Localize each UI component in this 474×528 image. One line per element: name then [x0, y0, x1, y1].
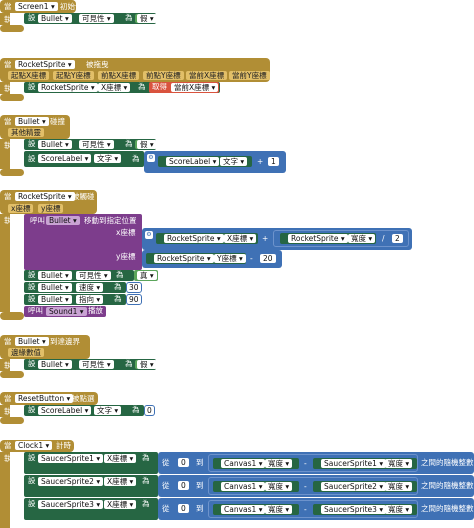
set-block[interactable]: 設 Bullet 可見性 為 假 — [24, 13, 157, 24]
event-rocketsprite-touched[interactable]: 當 RocketSprite 被觸碰 x座標 y座標 執行 呼叫 Bullet … — [0, 190, 412, 320]
number-block[interactable]: 1 — [268, 157, 279, 166]
event-name: 到達邊界 — [50, 337, 80, 346]
math-divide-block[interactable]: RocketSprite 寬度 / 2 — [273, 230, 409, 247]
set-block[interactable]: 設 SaucerSprite1 X座標 為 — [24, 452, 158, 474]
set-block[interactable]: 設 RocketSprite X座標 為 取得 當前X座標 — [24, 82, 220, 93]
get-property-block[interactable]: RocketSprite Y座標 — [146, 253, 246, 264]
event-resetbutton-click[interactable]: 當 ResetButton 被點選 執行 設 ScoreLabel 文字 為 0 — [0, 392, 160, 424]
get-property-block[interactable]: RocketSprite X座標 — [156, 233, 258, 244]
param-currenty[interactable]: 當前Y座標 — [229, 71, 270, 80]
component-dropdown[interactable]: RocketSprite — [38, 83, 98, 92]
logic-block[interactable]: 假 — [135, 140, 157, 149]
event-clock1-timer[interactable]: 當 Clock1 計時 執行 設 SaucerSprite1 X座標 為 從 0… — [0, 440, 474, 528]
component-dropdown[interactable]: RocketSprite — [15, 60, 75, 69]
event-bullet-edge-reached[interactable]: 當 Bullet 到達邊界 邊緣數值 執行 設 Bullet 可見性 為 假 — [0, 335, 160, 378]
math-add-block[interactable]: ⚙ RocketSprite X座標 + RocketSprite 寬度 / 2 — [142, 228, 412, 250]
random-integer-block[interactable]: 從 0 到 Canvas1 寬度 - SaucerSprite3 寬度 之間的隨… — [158, 498, 474, 520]
number-block[interactable]: 0 — [178, 481, 189, 490]
component-dropdown[interactable]: Bullet — [46, 216, 80, 225]
component-dropdown[interactable]: Bullet — [15, 337, 49, 346]
number-block[interactable]: 0 — [144, 405, 155, 416]
component-dropdown[interactable]: Screen1 — [15, 2, 58, 11]
math-subtract-block[interactable]: Canvas1 寬度 - SaucerSprite1 寬度 — [208, 454, 418, 472]
number-block[interactable]: 2 — [392, 234, 403, 243]
component-dropdown[interactable]: ResetButton — [15, 394, 74, 403]
component-dropdown[interactable]: RocketSprite — [15, 192, 75, 201]
random-integer-block[interactable]: 從 0 到 Canvas1 寬度 - SaucerSprite1 寬度 之間的隨… — [158, 452, 474, 474]
set-block[interactable]: 設 Bullet 指向 為 — [24, 294, 126, 305]
event-name: 被觸碰 — [72, 192, 95, 201]
call-moveto-block[interactable]: 呼叫 Bullet 移動到指定位置 x座標 y座標 — [24, 214, 142, 270]
number-block[interactable]: 0 — [178, 458, 189, 467]
get-property-block[interactable]: Canvas1 寬度 — [213, 481, 299, 492]
property-dropdown[interactable]: 可見性 — [79, 14, 114, 23]
component-dropdown[interactable]: ScoreLabel — [38, 154, 92, 163]
set-block[interactable]: 設 SaucerSprite2 X座標 為 — [24, 475, 158, 497]
variable-dropdown[interactable]: 當前X座標 — [171, 83, 219, 92]
when-keyword: 當 — [4, 2, 12, 11]
logic-block[interactable]: 假 — [135, 360, 157, 369]
set-block[interactable]: 設 Bullet 可見性 為 假 — [24, 139, 157, 150]
number-block[interactable]: 90 — [126, 294, 142, 305]
component-dropdown[interactable]: Bullet — [38, 140, 72, 149]
get-property-block[interactable]: ScoreLabel 文字 — [158, 156, 252, 167]
set-block[interactable]: 設 Bullet 可見性 為 假 — [24, 359, 157, 370]
gear-icon[interactable]: ⚙ — [147, 154, 155, 162]
property-dropdown[interactable]: X座標 — [98, 83, 131, 92]
get-property-block[interactable]: Canvas1 寬度 — [213, 504, 299, 515]
event-name: 被拖曳 — [86, 60, 109, 69]
number-block[interactable]: 0 — [178, 504, 189, 513]
get-property-block[interactable]: SaucerSprite3 寬度 — [313, 504, 417, 515]
component-dropdown[interactable]: Bullet — [15, 117, 49, 126]
component-dropdown[interactable]: Clock1 — [15, 441, 53, 450]
set-block[interactable]: 設 Bullet 可見性 為 — [24, 270, 134, 281]
math-subtract-block[interactable]: RocketSprite Y座標 - 20 — [142, 250, 282, 268]
set-block[interactable]: 設 SaucerSprite3 X座標 為 — [24, 498, 158, 520]
number-block[interactable]: 30 — [126, 282, 142, 293]
param-x[interactable]: x座標 — [8, 204, 34, 213]
gear-icon[interactable]: ⚙ — [145, 231, 153, 239]
do-keyword: 執行 — [4, 15, 19, 24]
event-rocketsprite-dragged[interactable]: 當 RocketSprite 被拖曳 起點X座標 起點Y座標 前點X座標 前點Y… — [0, 58, 280, 101]
get-property-block[interactable]: SaucerSprite2 寬度 — [313, 481, 417, 492]
param-y[interactable]: y座標 — [38, 204, 64, 213]
set-block[interactable]: 設 ScoreLabel 文字 為 — [24, 151, 144, 167]
event-name: 被點選 — [72, 394, 95, 403]
component-dropdown[interactable]: Bullet — [38, 14, 72, 23]
math-add-block[interactable]: ⚙ ScoreLabel 文字 + 1 — [144, 151, 286, 173]
property-dropdown[interactable]: 可見性 — [79, 140, 114, 149]
get-variable-block[interactable]: 取得 當前X座標 — [149, 82, 219, 93]
math-subtract-block[interactable]: Canvas1 寬度 - SaucerSprite3 寬度 — [208, 500, 418, 518]
get-property-block[interactable]: RocketSprite 寬度 — [280, 233, 376, 244]
number-block[interactable]: 20 — [260, 254, 276, 263]
param-edge[interactable]: 邊緣數值 — [8, 348, 44, 357]
set-block[interactable]: 設 ScoreLabel 文字 為 — [24, 405, 144, 416]
call-sound-play-block[interactable]: 呼叫 Sound1 播放 — [24, 306, 106, 317]
random-integer-block[interactable]: 從 0 到 Canvas1 寬度 - SaucerSprite2 寬度 之間的隨… — [158, 475, 474, 497]
event-name: 碰撞 — [50, 117, 65, 126]
get-property-block[interactable]: SaucerSprite1 寬度 — [313, 458, 417, 469]
param-startx[interactable]: 起點X座標 — [8, 71, 50, 80]
param-prevy[interactable]: 前點Y座標 — [143, 71, 184, 80]
param-other[interactable]: 其他精靈 — [8, 128, 44, 137]
event-name: 計時 — [56, 441, 71, 450]
event-name: 初始化 — [60, 2, 83, 11]
param-starty[interactable]: 起點Y座標 — [53, 71, 94, 80]
param-currentx[interactable]: 當前X座標 — [186, 71, 228, 80]
math-subtract-block[interactable]: Canvas1 寬度 - SaucerSprite2 寬度 — [208, 477, 418, 495]
set-block[interactable]: 設 Bullet 速度 為 — [24, 282, 126, 293]
param-prevx[interactable]: 前點X座標 — [98, 71, 140, 80]
logic-block[interactable]: 真 — [134, 270, 158, 281]
event-bullet-collided[interactable]: 當 Bullet 碰撞 其他精靈 執行 設 Bullet 可見性 為 假 設 S… — [0, 115, 290, 176]
get-property-block[interactable]: Canvas1 寬度 — [213, 458, 299, 469]
event-screen1-initialize[interactable]: 當 Screen1 初始化 執行 設 Bullet 可見性 為 假 — [0, 0, 160, 32]
logic-block[interactable]: 假 — [135, 14, 157, 23]
property-dropdown[interactable]: 文字 — [94, 154, 122, 163]
